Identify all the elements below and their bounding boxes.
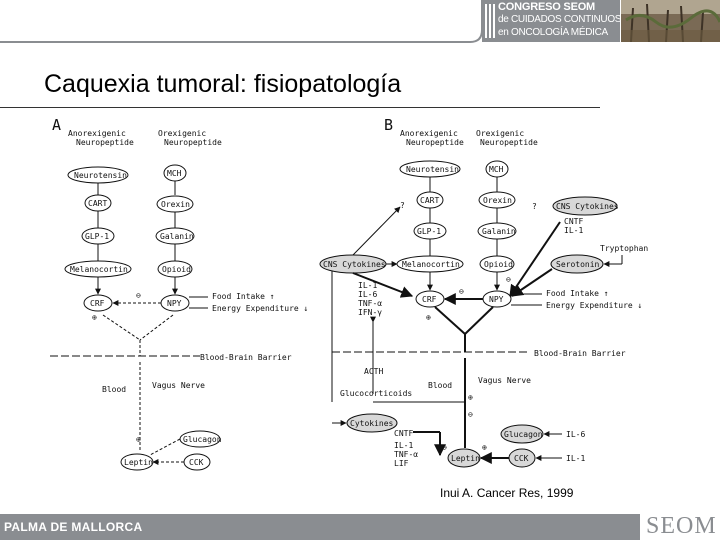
panel-b-leptin: Leptin xyxy=(451,454,480,463)
panel-b-cytokine-tnfa: TNF-α xyxy=(358,299,382,308)
panel-a-minus-sign: ⊖ xyxy=(136,291,141,300)
panel-a-crf: CRF xyxy=(90,299,105,308)
panel-b-periph-il1: IL-1 xyxy=(394,441,413,450)
panel-b-food-intake: Food Intake ↑ xyxy=(546,289,609,298)
panel-b-opioid: Opioid xyxy=(484,260,513,269)
panel-a-neurotensin: Neurotensin xyxy=(74,171,127,180)
panel-b-cytokine-ifng: IFN-γ xyxy=(358,308,382,317)
panel-a-glp1: GLP-1 xyxy=(85,232,109,241)
panel-b-question-mark: ? xyxy=(400,201,405,210)
panel-b-cck: CCK xyxy=(514,454,529,463)
panel-a-plus-sign-2: ⊕ xyxy=(136,435,141,444)
panel-b-cytokine-il6: IL-6 xyxy=(358,290,377,299)
panel-a-vagus-nerve: Vagus Nerve xyxy=(152,381,205,390)
page-title: Caquexia tumoral: fisiopatología xyxy=(44,70,402,98)
panel-b-glucocorticoids: Glucocorticoids xyxy=(340,389,412,398)
panel-a-cck: CCK xyxy=(189,458,204,467)
panel-b-label: B xyxy=(384,116,393,134)
panel-a-plus-sign: ⊕ xyxy=(92,313,97,322)
panel-b-il1-cns: IL-1 xyxy=(564,226,583,235)
panel-b-acth: ACTH xyxy=(364,367,383,376)
congress-bars-icon xyxy=(485,4,495,38)
panel-b-minus-sign-2: ⊖ xyxy=(459,287,464,296)
panel-a-leptin: Leptin xyxy=(124,458,153,467)
panel-b-minus-sign: ⊖ xyxy=(506,275,511,284)
panel-b-il6: IL-6 xyxy=(566,430,585,439)
panel-a-blood: Blood xyxy=(102,385,126,394)
congress-subtitle-2: en ONCOLOGÍA MÉDICA xyxy=(498,27,608,38)
panel-b-question-mark-2: ? xyxy=(532,202,537,211)
panel-a-food-intake: Food Intake ↑ xyxy=(212,292,275,301)
panel-b-anorexigenic-header-1: Anorexigenic xyxy=(400,129,458,138)
panel-b-serotonin: Serotonin xyxy=(556,260,600,269)
panel-b-energy-expenditure: Energy Expenditure ↓ xyxy=(546,301,642,310)
panel-b-glucagon: Glucagon xyxy=(504,430,543,439)
panel-b-mch: MCH xyxy=(489,165,504,174)
panel-b-cntf: CNTF xyxy=(564,217,583,226)
panel-b-galanin: Galanin xyxy=(482,227,516,236)
congress-logo: CONGRESO SEOM de CUIDADOS CONTINUOS en O… xyxy=(482,0,622,42)
panel-b-melanocortin: Melanocortin xyxy=(402,260,460,269)
panel-a-cart: CART xyxy=(88,199,107,208)
panel-b-tryptophan: Tryptophan xyxy=(600,244,648,253)
panel-b-crf: CRF xyxy=(422,295,437,304)
panel-b-neurotensin: Neurotensin xyxy=(406,165,459,174)
panel-a-orexigenic-header-2: Neuropeptide xyxy=(164,138,222,147)
panel-a-orexin: Orexin xyxy=(161,200,190,209)
panel-a-opioid: Opioid xyxy=(162,265,191,274)
panel-b-blood: Blood xyxy=(428,381,452,390)
panel-b-vagus-nerve: Vagus Nerve xyxy=(478,376,531,385)
pathophysiology-diagram: A Anorexigenic Neuropeptide Orexigenic N… xyxy=(50,116,648,471)
panel-a-energy-expenditure: Energy Expenditure ↓ xyxy=(212,304,308,313)
panel-a-label: A xyxy=(52,116,61,134)
panel-b-il1: IL-1 xyxy=(566,454,585,463)
citation: Inui A. Cancer Res, 1999 xyxy=(440,486,574,500)
panel-b: B Anorexigenic Neuropeptide Orexigenic N… xyxy=(319,116,648,468)
panel-a-anorexigenic-header-2: Neuropeptide xyxy=(76,138,134,147)
panel-a-mch: MCH xyxy=(167,169,182,178)
panel-b-cytokine-il1: IL-1 xyxy=(358,281,377,290)
panel-b-periph-lif: LIF xyxy=(394,459,409,468)
panel-a-orexigenic-header-1: Orexigenic xyxy=(158,129,206,138)
panel-b-minus-sign-4: ⊖ xyxy=(442,443,447,452)
panel-b-orexigenic-header-1: Orexigenic xyxy=(476,129,524,138)
footer-logo-box xyxy=(640,514,720,540)
panel-b-cns-cytokines-right: CNS Cytokines xyxy=(556,202,619,211)
panel-a-anorexigenic-header-1: Anorexigenic xyxy=(68,129,126,138)
panel-a: A Anorexigenic Neuropeptide Orexigenic N… xyxy=(50,116,308,471)
panel-b-cytokines: Cytokines xyxy=(350,419,394,428)
header-curve xyxy=(0,0,483,43)
panel-a-melanocortin: Melanocortin xyxy=(70,265,128,274)
panel-b-anorexigenic-header-2: Neuropeptide xyxy=(406,138,464,147)
panel-b-orexin: Orexin xyxy=(483,196,512,205)
footer-band: PALMA DE MALLORCA xyxy=(0,514,720,540)
panel-b-orexigenic-header-2: Neuropeptide xyxy=(480,138,538,147)
panel-b-plus-sign-2: ⊕ xyxy=(468,393,473,402)
panel-b-cns-cytokines-left: CNS Cytokines xyxy=(323,260,386,269)
panel-b-cart: CART xyxy=(420,196,439,205)
footer-location: PALMA DE MALLORCA xyxy=(4,520,143,534)
seom-logo: SEOM xyxy=(646,513,717,539)
congress-subtitle-1: de CUIDADOS CONTINUOS xyxy=(498,14,622,25)
panel-b-plus-sign-3: ⊕ xyxy=(482,443,487,452)
panel-b-periph-tnfa: TNF-α xyxy=(394,450,418,459)
panel-a-bbb: Blood-Brain Barrier xyxy=(200,353,292,362)
congress-title: CONGRESO SEOM xyxy=(498,1,596,13)
panel-a-galanin: Galanin xyxy=(160,232,194,241)
panel-a-glucagon: Glucagon xyxy=(183,435,222,444)
panel-a-npy: NPY xyxy=(167,299,182,308)
panel-b-bbb: Blood-Brain Barrier xyxy=(534,349,626,358)
panel-b-periph-cntf: CNTF xyxy=(394,429,413,438)
panel-b-minus-sign-3: ⊖ xyxy=(468,410,473,419)
title-divider xyxy=(0,107,600,108)
panel-b-npy: NPY xyxy=(489,295,504,304)
panel-b-glp1: GLP-1 xyxy=(417,227,441,236)
header-photo xyxy=(621,0,720,42)
panel-b-plus-sign: ⊕ xyxy=(426,313,431,322)
